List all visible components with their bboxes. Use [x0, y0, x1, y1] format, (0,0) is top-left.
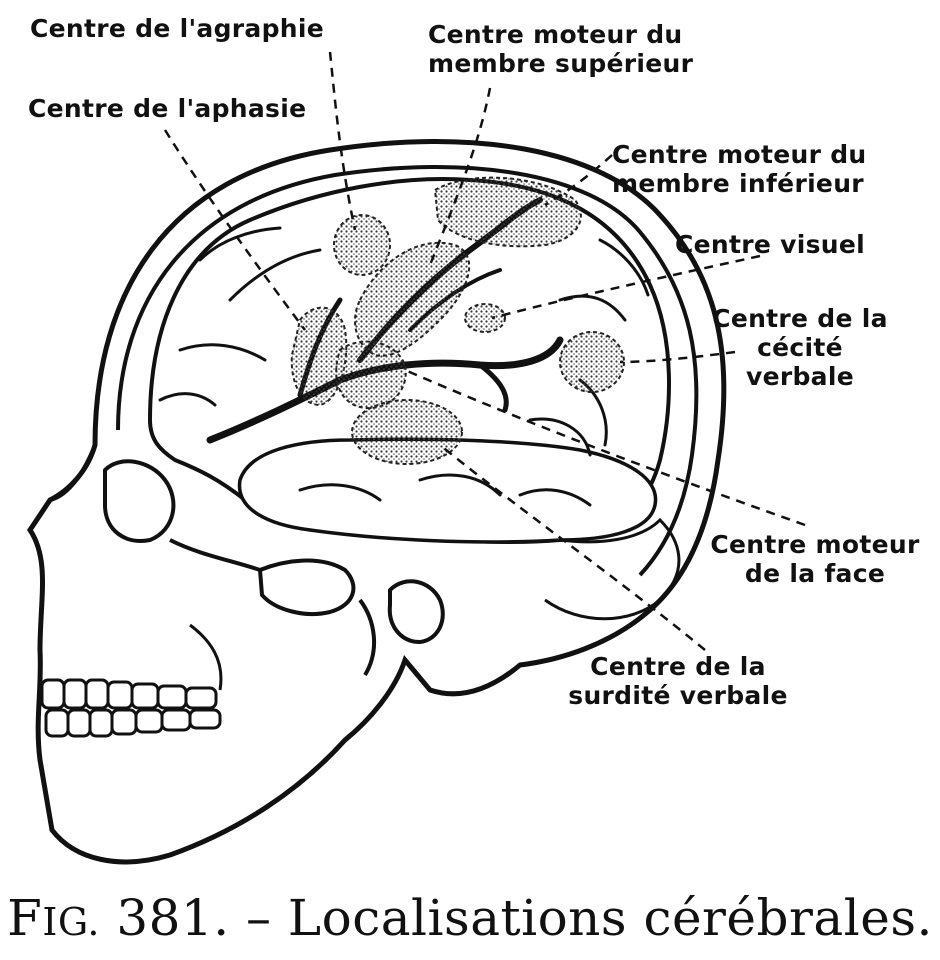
label-centre-moteur-membre-inferieur: Centre moteur du membre inférieur	[612, 140, 867, 198]
facial-bones	[28, 444, 445, 691]
cortical-centres	[290, 176, 625, 465]
label-face-line1: Centre moteur	[710, 530, 920, 559]
leader-moteur-inf	[544, 154, 613, 207]
temporal-lobe	[237, 437, 658, 544]
leader-surdite	[439, 444, 706, 651]
label-face-line2: de la face	[744, 559, 886, 588]
centre-surdite-verbale-area	[351, 399, 463, 465]
label-moteur-inf-line1: Centre moteur du	[612, 140, 867, 169]
centre-visuel-area	[464, 303, 506, 333]
centre-agraphie-area	[333, 214, 391, 276]
leader-lines	[163, 51, 806, 651]
label-centre-cecite-verbale: Centre de la cécité verbale	[700, 304, 900, 391]
label-centre-moteur-face: Centre moteur de la face	[700, 530, 930, 588]
centre-moteur-membre-inferieur-area	[433, 176, 582, 248]
centre-cecite-verbale-area	[559, 331, 625, 393]
label-surdite-line1: Centre de la	[590, 652, 766, 681]
label-centre-moteur-membre-superieur: Centre moteur du membre supérieur	[428, 20, 693, 78]
centre-moteur-face-area	[335, 340, 407, 410]
label-cecite-line3: verbale	[746, 362, 854, 391]
label-centre-aphasie: Centre de l'aphasie	[28, 94, 307, 123]
leader-aphasie	[163, 129, 307, 331]
label-surdite-line2: surdité verbale	[568, 681, 788, 710]
label-centre-visuel: Centre visuel	[675, 230, 866, 259]
label-cecite-line1: Centre de la	[712, 304, 888, 333]
leader-visuel	[491, 254, 761, 320]
label-moteur-sup-line1: Centre moteur du	[428, 20, 683, 49]
label-moteur-sup-line2: membre supérieur	[428, 49, 694, 78]
teeth	[40, 678, 222, 738]
caption-fig-first: F	[7, 889, 43, 947]
label-centre-surdite-verbale: Centre de la surdité verbale	[548, 652, 808, 710]
leader-moteur-sup	[428, 87, 492, 266]
cerebellum	[544, 517, 681, 621]
skull-inner-contour	[116, 165, 699, 577]
label-centre-agraphie: Centre de l'agraphie	[30, 14, 325, 43]
label-moteur-inf-line2: membre inférieur	[612, 169, 864, 198]
caption-text: 381. – Localisations cérébrales.	[116, 889, 933, 947]
leader-agraphie	[328, 51, 357, 231]
caption-fig-rest: IG.	[42, 900, 100, 944]
leader-face	[404, 368, 806, 527]
figure-caption: FIG. 381. – Localisations cérébrales.	[0, 888, 940, 952]
label-cecite-line2: cécité	[757, 333, 843, 362]
